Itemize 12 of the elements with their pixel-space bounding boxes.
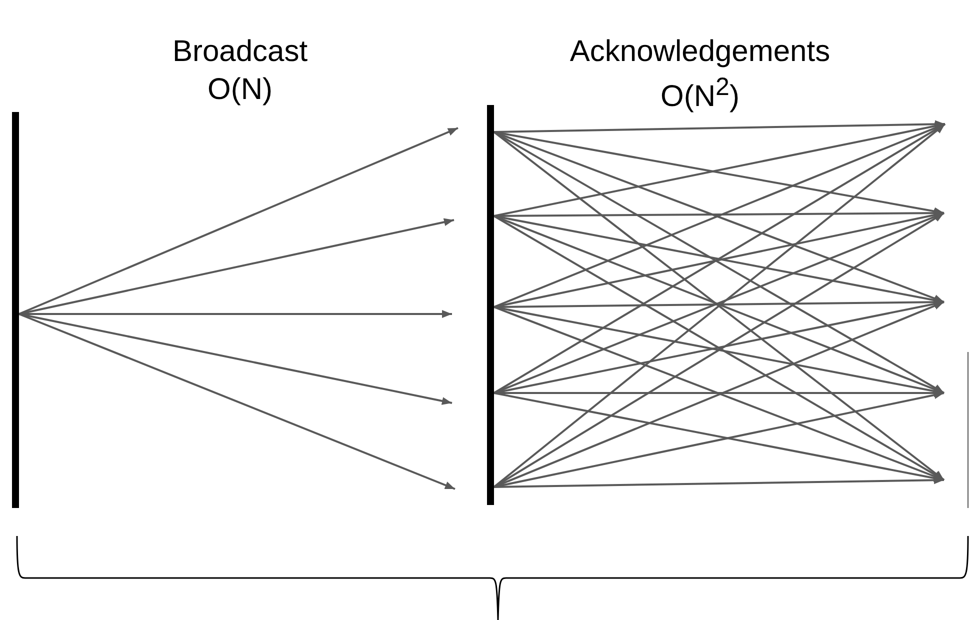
arrow xyxy=(18,313,452,405)
arrow xyxy=(494,476,944,488)
heading: Acknowledgements xyxy=(570,37,830,67)
vertical-bar xyxy=(487,105,494,505)
arrow xyxy=(18,313,456,490)
arrow xyxy=(18,218,454,315)
arrow xyxy=(18,127,458,315)
arrow xyxy=(494,120,946,133)
vertical-bar xyxy=(12,112,19,508)
heading: O(N$^{2}$) xyxy=(660,75,740,112)
heading: Broadcast xyxy=(172,37,308,67)
heading: O(N) xyxy=(208,75,272,105)
